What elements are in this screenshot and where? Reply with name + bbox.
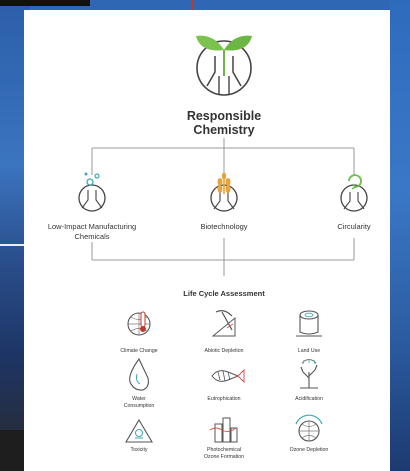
diagram-canvas: Responsible Chemistry Low-Im [48,35,371,460]
lca-item-1-label: Climate Change [120,348,157,354]
background-right [390,0,410,471]
lca-item-8-line2: Ozone Formation [204,454,244,460]
lca-item-5-label: Eutrophication [207,396,240,402]
tree-stump-icon [296,310,322,337]
low-impact-chemicals-icon [78,172,106,212]
pillar-1-line1: Low-Impact Manufacturing [48,222,136,231]
lca-item-4-line2: Consumption [124,403,155,409]
lca-heading: Life Cycle Assessment [183,289,265,298]
lca-item-7-label: Toxicity [130,447,147,453]
lca-item-9-label: Ozone Depletion [290,447,329,453]
pillar-1-line2: Chemicals [74,232,109,241]
pickaxe-icon [211,310,236,337]
fish-skeleton-icon [211,368,245,384]
pillar-3-label: Circularity [337,222,371,231]
lca-item-6-label: Acidification [295,396,323,402]
red-marker [191,0,193,12]
tree-connectors [91,138,355,276]
skull-warning-icon [125,418,153,443]
diagram-panel: Responsible Chemistry Low-Im [24,10,390,471]
water-drop-icon [129,357,149,391]
title-line1: Responsible [187,109,261,123]
dead-tree-icon [300,359,318,389]
lca-item-2-label: Abiotic Depletion [205,348,244,354]
circularity-icon [340,174,368,212]
title-line2: Chemistry [193,123,254,137]
city-smog-icon [209,417,238,443]
thermometer-globe-icon [127,311,151,336]
responsible-chemistry-logo-icon [196,35,252,96]
ozone-globe-icon [295,414,323,442]
lca-item-3-label: Land Use [298,348,320,354]
lca-item-8-line1: Photochemical [207,447,241,453]
lca-item-4-line1: Water [132,396,146,402]
biotechnology-icon [210,172,238,212]
black-corner-bar [0,0,90,6]
background-top-strip [30,0,390,12]
white-divider [0,244,30,246]
pillar-2-label: Biotechnology [200,222,247,231]
